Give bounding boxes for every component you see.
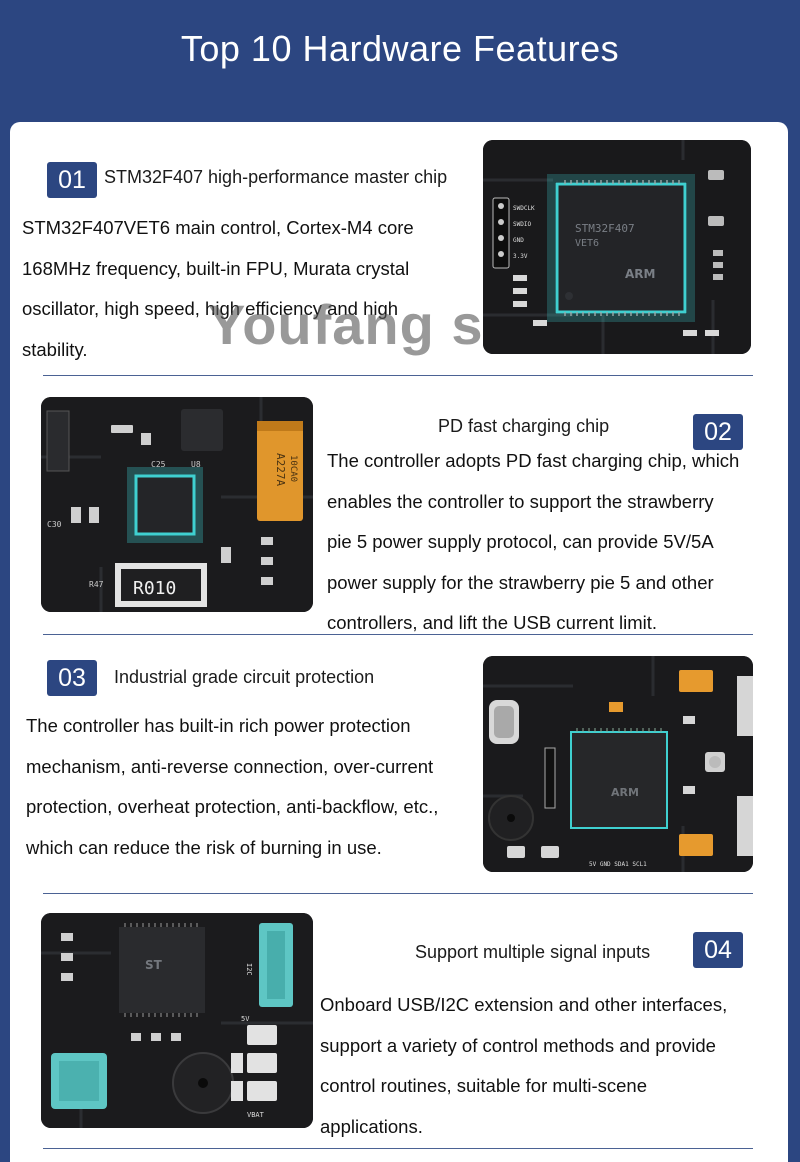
- chip-marking: VET6: [575, 238, 599, 249]
- feature-title: STM32F407 high-performance master chip: [104, 167, 448, 187]
- description-line: STM32F407VET6 main control, Cortex-M4 co…: [22, 217, 414, 238]
- description-line: stability.: [22, 338, 88, 360]
- board-silk-label: 5V GND SDA1 SCL1: [589, 861, 647, 868]
- section-divider: [43, 1148, 753, 1149]
- chip-marking: ST: [145, 958, 163, 972]
- feature-number-badge: 02: [693, 414, 743, 450]
- description-line: Onboard USB/I2C extension and other inte…: [320, 994, 728, 1015]
- description-line: protection, overheat protection, anti-ba…: [26, 796, 439, 817]
- board-silk-label: C25: [151, 460, 166, 469]
- board-silk-label: SWDIO: [513, 221, 531, 228]
- feature-title: PD fast charging chip: [438, 416, 610, 436]
- description-line: The controller adopts PD fast charging c…: [327, 450, 740, 471]
- protection-board-image: ARM 5V GND SDA1 SCL1: [483, 656, 753, 872]
- board-silk-label: 5V: [241, 1015, 250, 1023]
- watermark-text: Youfang s: [208, 293, 484, 356]
- chip-marking: ARM: [625, 267, 655, 281]
- description-line: 168MHz frequency, built-in FPU, Murata c…: [22, 257, 410, 279]
- description-line: mechanism, anti-reverse connection, over…: [26, 755, 434, 777]
- feature-number-badge: 01: [47, 162, 97, 198]
- board-silk-label: R47: [89, 580, 104, 589]
- board-silk-label: VBAT: [247, 1111, 265, 1119]
- capacitor-marking: A227A: [274, 453, 287, 486]
- description-line: applications.: [320, 1115, 423, 1137]
- feature-number-badge: 03: [47, 660, 97, 696]
- feature-description: Onboard USB/I2C extension and other inte…: [320, 985, 727, 1147]
- page-header: Top 10 Hardware Features: [0, 0, 800, 122]
- board-silk-label: C30: [47, 520, 62, 529]
- feature-title: Support multiple signal inputs: [415, 942, 651, 962]
- feature-description: The controller adopts PD fast charging c…: [327, 441, 739, 644]
- board-silk-label: I2C: [245, 963, 253, 976]
- mcu-board-image: SWDCLK SWDIO GND 3.3V STM32F407 VET6 ARM: [483, 140, 751, 354]
- description-line: enables the controller to support the st…: [327, 490, 714, 512]
- pd-charging-board-image: A227A 10CA0 R010 U8 C25 R47 C30: [41, 397, 313, 612]
- board-silk-label: 3.3V: [513, 253, 528, 260]
- feature-number-badge: 04: [693, 932, 743, 968]
- description-line: control routines, suitable for multi-sce…: [320, 1075, 647, 1096]
- description-line: pie 5 power supply protocol, can provide…: [327, 531, 714, 552]
- description-line: which can reduce the risk of burning in …: [26, 836, 382, 858]
- feature-description: The controller has built-in rich power p…: [26, 706, 438, 868]
- feature-title: Industrial grade circuit protection: [114, 667, 375, 687]
- capacitor-marking: 10CA0: [288, 455, 298, 482]
- description-line: controllers, and lift the USB current li…: [327, 612, 658, 633]
- chip-marking: STM32F407: [575, 222, 635, 235]
- description-line: power supply for the strawberry pie 5 an…: [327, 571, 714, 593]
- description-line: The controller has built-in rich power p…: [26, 715, 411, 736]
- description-line: support a variety of control methods and…: [320, 1034, 716, 1056]
- resistor-marking: R010: [133, 578, 176, 599]
- signal-input-board-image: ST I2C 5V VBAT: [41, 913, 313, 1128]
- section-divider: [43, 634, 753, 635]
- board-silk-label: GND: [513, 237, 524, 244]
- board-silk-label: SWDCLK: [513, 205, 535, 212]
- chip-marking: ARM: [611, 786, 639, 799]
- section-divider: [43, 893, 753, 894]
- page-title: Top 10 Hardware Features: [180, 28, 620, 69]
- section-divider: [43, 375, 753, 376]
- board-silk-label: U8: [191, 460, 201, 469]
- description-line: oscillator, high speed, high efficiency …: [22, 298, 399, 319]
- feature-description: STM32F407VET6 main control, Cortex-M4 co…: [22, 208, 414, 370]
